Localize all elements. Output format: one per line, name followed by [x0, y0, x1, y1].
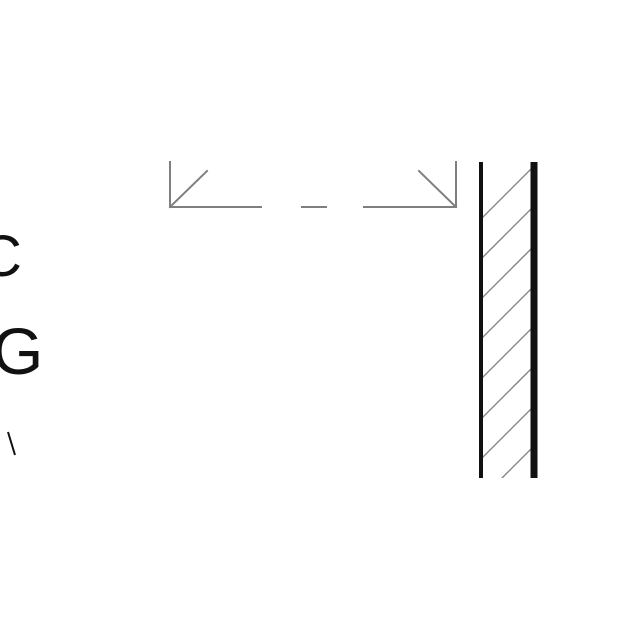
wall-hatch-pattern [483, 167, 531, 478]
grid-label-c: C [0, 224, 22, 289]
grid-label-g: G [0, 314, 44, 388]
section-marker-right-arrow [417, 169, 458, 209]
section-marker-lines [168, 161, 458, 209]
partial-diagonal-mark [7, 431, 16, 456]
section-marker-left-arrow [168, 169, 209, 209]
wall-section [479, 162, 538, 478]
